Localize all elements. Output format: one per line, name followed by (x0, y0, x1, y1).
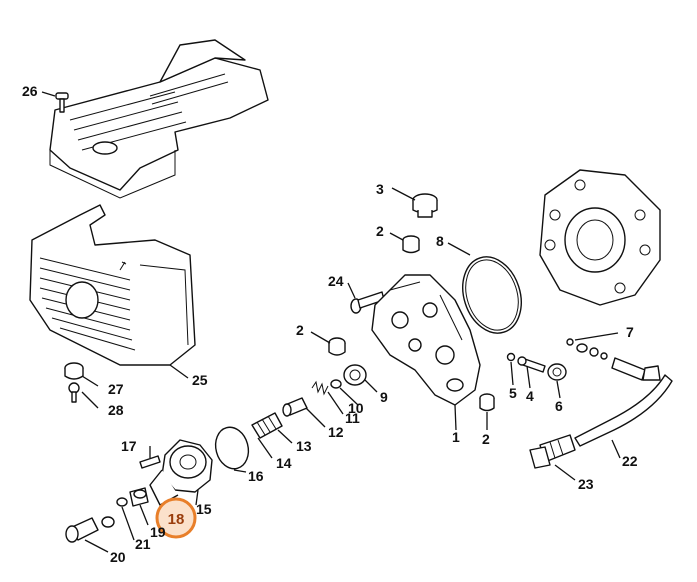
callout-6[interactable]: 6 (555, 398, 563, 414)
callout-5[interactable]: 5 (509, 385, 517, 401)
callout-21[interactable]: 21 (135, 536, 151, 552)
cap-2c-part (479, 393, 495, 412)
callout-27[interactable]: 27 (108, 381, 124, 397)
callout-20[interactable]: 20 (110, 549, 126, 565)
spring-11-part (311, 380, 329, 396)
valve-set-7-part (566, 338, 661, 381)
callout-24[interactable]: 24 (328, 273, 344, 289)
fitting-23-part (529, 434, 576, 469)
screw-24-part (350, 291, 385, 314)
nut-19-part (129, 487, 149, 507)
callout-15[interactable]: 15 (196, 501, 212, 517)
motor-flange-part (539, 169, 661, 306)
cap-2b-part (328, 337, 346, 356)
callout-4[interactable]: 4 (526, 388, 534, 404)
bushing-2a-part (402, 235, 420, 254)
highlight-marker-18[interactable]: 18 (155, 497, 197, 539)
callout-19[interactable]: 19 (150, 524, 166, 540)
callout-23[interactable]: 23 (578, 476, 594, 492)
callout-12[interactable]: 12 (328, 424, 344, 440)
callout-13[interactable]: 13 (296, 438, 312, 454)
valve-body-15-part (149, 439, 213, 506)
top-cover-part (49, 39, 269, 199)
callout-2-top[interactable]: 2 (376, 223, 384, 239)
pump-head-part (371, 274, 481, 406)
callout-22[interactable]: 22 (622, 453, 638, 469)
finned-housing-part (29, 204, 196, 366)
hose-22-part (574, 374, 673, 447)
seal-21-part (116, 497, 128, 507)
adapter-20-part (65, 516, 115, 543)
callout-1[interactable]: 1 (452, 429, 460, 445)
callout-17[interactable]: 17 (121, 438, 137, 454)
ring-9-part (343, 364, 367, 386)
callout-9[interactable]: 9 (380, 389, 388, 405)
spring-13-part (251, 412, 283, 439)
nut-6-part (547, 363, 567, 381)
callout-2-bottom[interactable]: 2 (482, 431, 490, 447)
callout-8[interactable]: 8 (436, 233, 444, 249)
callout-14[interactable]: 14 (276, 455, 292, 471)
ring-10-part (330, 379, 342, 389)
screw-28-part (68, 382, 80, 403)
callout-25[interactable]: 25 (192, 372, 208, 388)
o-ring-8-part (462, 256, 522, 334)
callout-16[interactable]: 16 (248, 468, 264, 484)
callout-7[interactable]: 7 (626, 324, 634, 340)
cap-27-part (64, 362, 84, 380)
callout-3[interactable]: 3 (376, 181, 384, 197)
valve-4-part (517, 356, 546, 373)
leader-lines (41, 91, 621, 553)
piston-12-part (282, 397, 308, 417)
highlight-label: 18 (168, 511, 185, 528)
screw-26-part (55, 92, 69, 113)
callout-11[interactable]: 11 (345, 410, 360, 426)
screw-17-part (139, 455, 161, 469)
callout-26[interactable]: 26 (22, 83, 38, 99)
callout-2-left[interactable]: 2 (296, 322, 304, 338)
callout-28[interactable]: 28 (108, 402, 124, 418)
callout-10[interactable]: 10 (348, 400, 364, 416)
cap-3-part (412, 193, 438, 218)
callout-labels: 26 3 2 8 24 2 7 27 28 25 9 10 11 12 13 1… (22, 83, 638, 565)
o-ring-14-part (214, 426, 250, 470)
ball-5-part (506, 352, 516, 362)
